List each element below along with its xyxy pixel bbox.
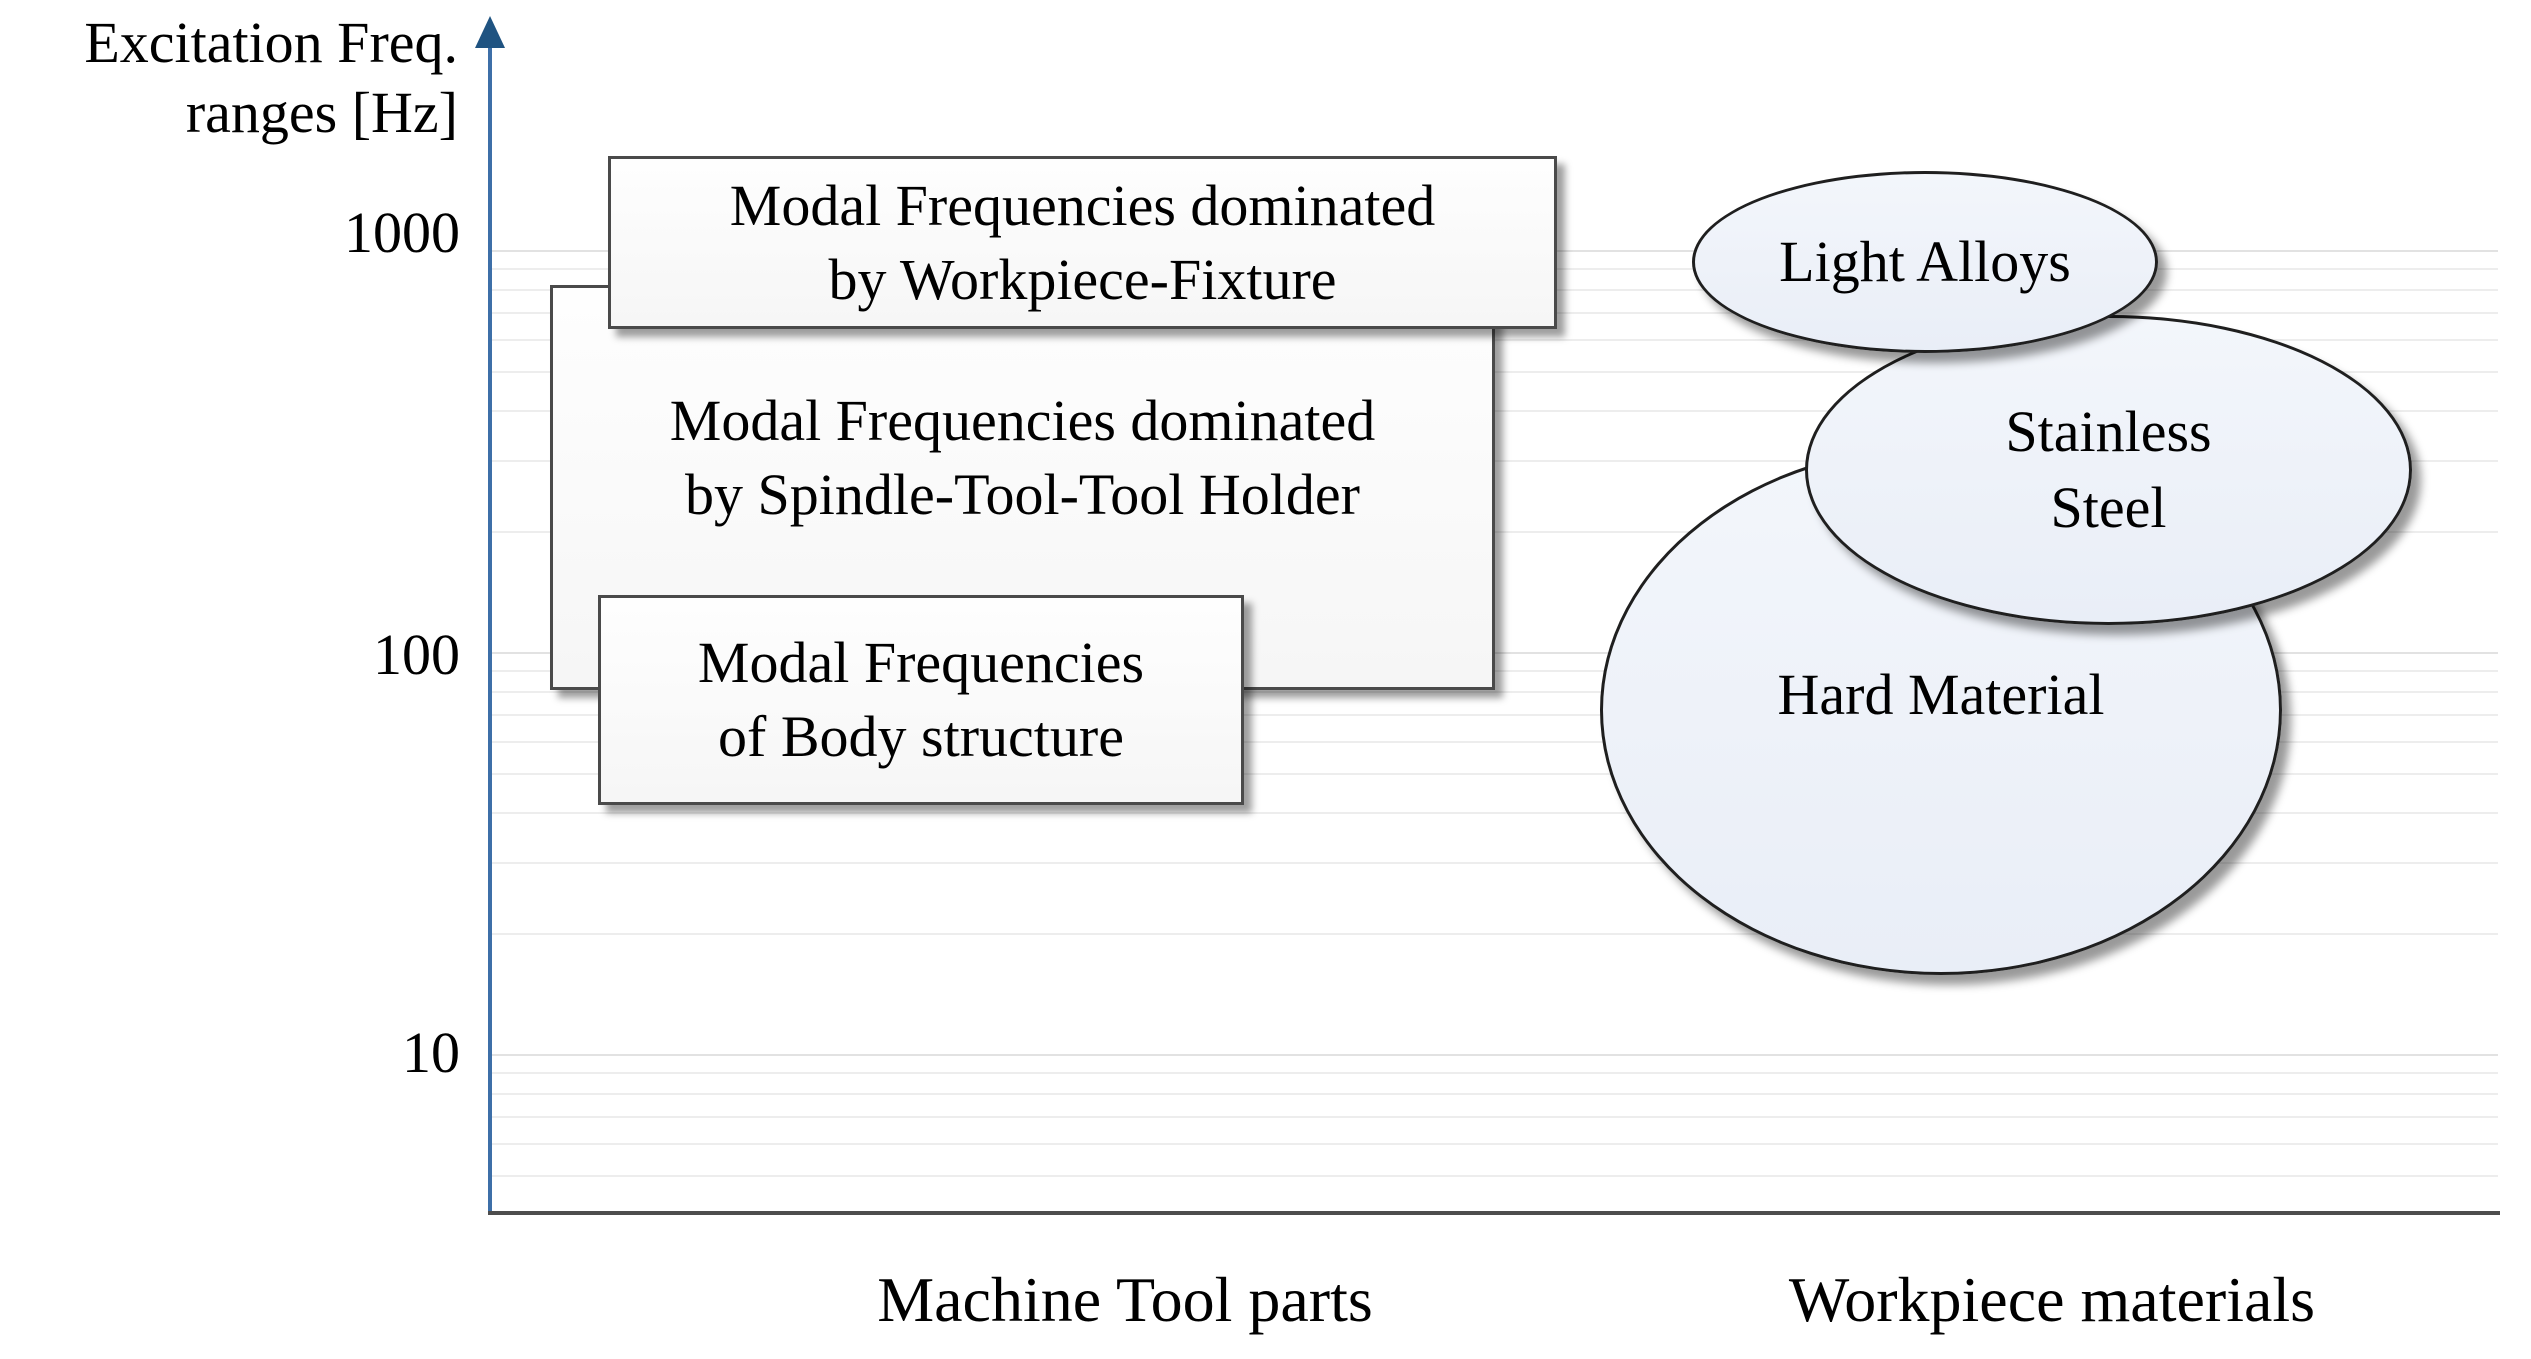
y-axis-title-line2: ranges [Hz] xyxy=(185,80,458,145)
box-workpiece-fixture-label: Modal Frequencies dominated by Workpiece… xyxy=(729,172,1436,312)
ellipse-stainless-steel-label: Stainless Steel xyxy=(2005,399,2212,540)
ellipse-hard-material-label: Hard Material xyxy=(1777,662,2105,727)
y-axis-title: Excitation Freq. ranges [Hz] xyxy=(0,8,458,148)
x-label-workpiece-materials: Workpiece materials xyxy=(1788,1264,2316,1335)
gridline xyxy=(490,1175,2498,1177)
gridline xyxy=(490,1072,2498,1075)
y-tick-1000: 1000 xyxy=(344,200,460,265)
gridline xyxy=(490,741,2498,744)
gridline xyxy=(490,862,2498,865)
box-body-structure: Modal Frequencies of Body structure xyxy=(598,595,1244,805)
ellipse-stainless-steel: Stainless Steel xyxy=(1805,315,2412,625)
gridline xyxy=(490,1092,2498,1095)
gridline xyxy=(490,1054,2498,1056)
box-body-structure-label: Modal Frequencies of Body structure xyxy=(697,630,1145,769)
box-spindle-tool-holder-label: Modal Frequencies dominated by Spindle-T… xyxy=(669,387,1376,527)
y-axis-line xyxy=(488,44,492,1213)
gridline xyxy=(490,690,2498,693)
gridline xyxy=(490,714,2498,717)
y-tick-100: 100 xyxy=(373,622,460,687)
gridline xyxy=(490,773,2498,775)
ellipse-light-alloys-label: Light Alloys xyxy=(1779,229,2071,294)
y-axis-arrow-icon xyxy=(475,16,505,48)
y-axis-title-line1: Excitation Freq. xyxy=(84,10,458,75)
x-axis-line xyxy=(488,1211,2500,1215)
gridline xyxy=(490,811,2498,814)
gridline xyxy=(490,932,2498,935)
x-label-machine-tool-parts: Machine Tool parts xyxy=(877,1264,1373,1335)
ellipse-light-alloys: Light Alloys xyxy=(1692,171,2158,353)
gridline xyxy=(490,1116,2498,1119)
y-tick-10: 10 xyxy=(402,1020,460,1085)
gridline xyxy=(490,1143,2498,1146)
box-workpiece-fixture: Modal Frequencies dominated by Workpiece… xyxy=(608,156,1557,329)
